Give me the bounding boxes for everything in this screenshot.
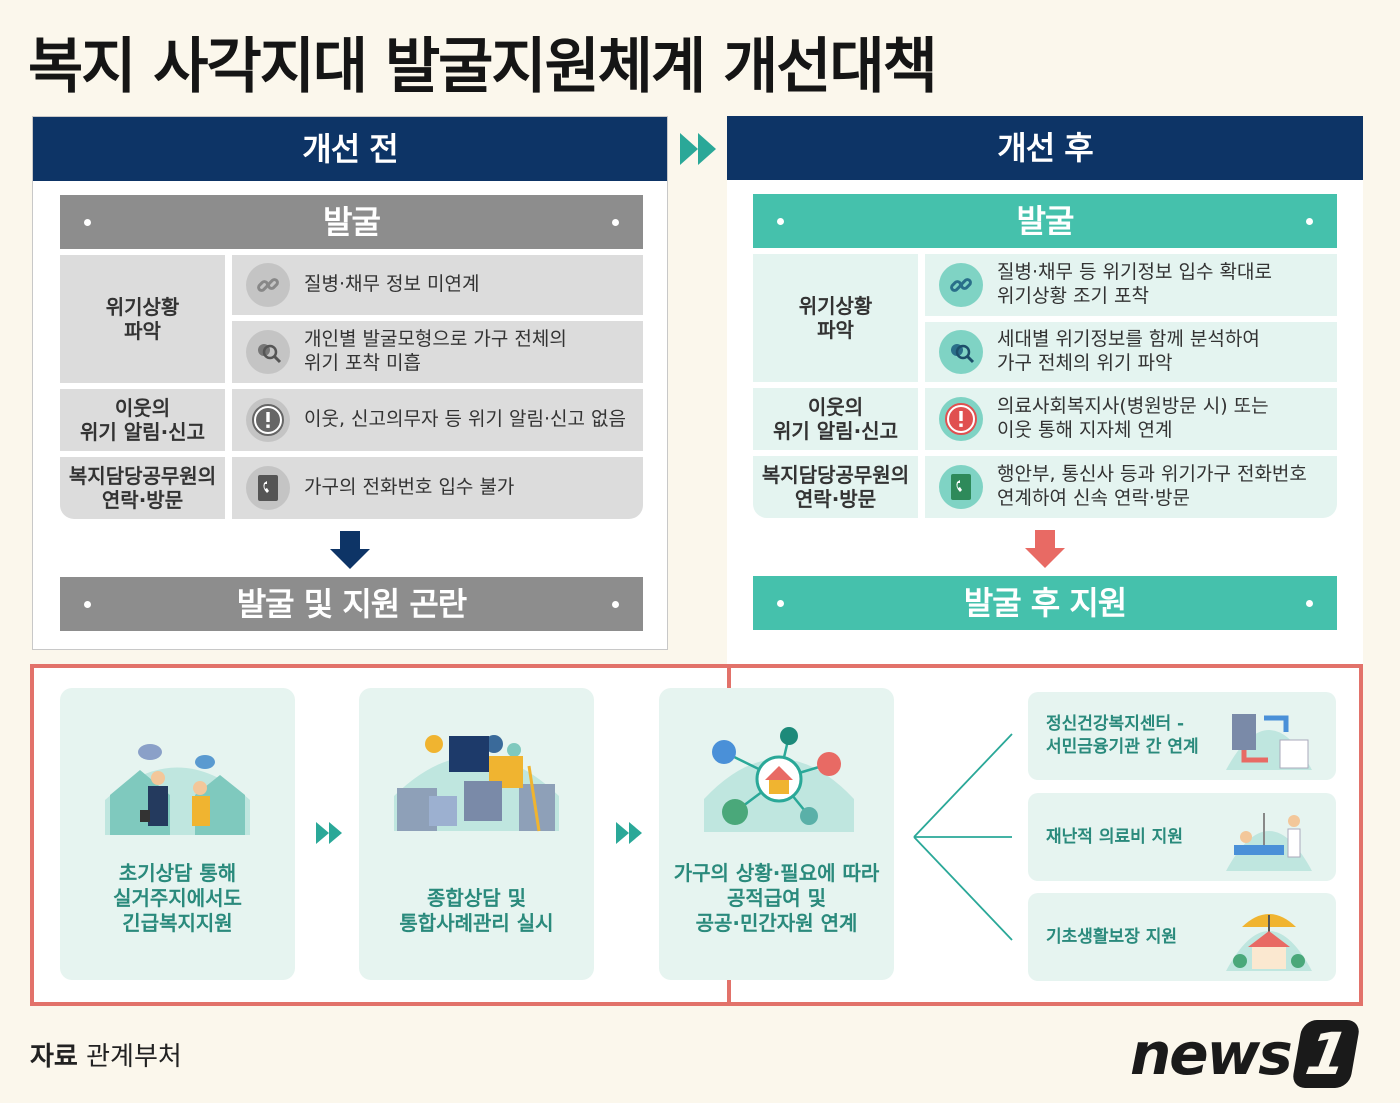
step-1-text: 초기상담 통해 실거주지에서도 긴급복지지원: [113, 861, 242, 935]
after-row-label-2: 이웃의 위기 알림·신고: [753, 388, 918, 450]
consultation-illustration: [105, 744, 250, 835]
logo-text: news: [1130, 1020, 1293, 1088]
after-result: 발굴 후 지원: [963, 584, 1127, 622]
before-band-label: 발굴: [323, 203, 381, 241]
search-gear-icon: [939, 330, 983, 374]
exclamation-icon: [246, 398, 290, 442]
link-broken-icon: [246, 263, 290, 307]
band-dot: [1306, 600, 1313, 607]
band-dot: [84, 219, 91, 226]
after-item-4: 행안부, 통신사 등과 위기가구 전화번호 연계하여 신속 연락·방문: [925, 456, 1337, 518]
support-item-1: 정신건강복지센터 - 서민금융기관 간 연계: [1028, 692, 1336, 780]
before-row-label-1: 위기상황 파악: [60, 255, 225, 383]
source-note: 자료 관계부처: [30, 1036, 182, 1073]
before-result: 발굴 및 지원 곤란: [236, 585, 468, 623]
before-item-3: 이웃, 신고의무자 등 위기 알림·신고 없음: [232, 389, 643, 451]
after-row-label-text: 이웃의 위기 알림·신고: [773, 395, 898, 443]
before-item-4: 가구의 전화번호 입수 불가: [232, 457, 643, 519]
band-dot: [777, 600, 784, 607]
before-panel: 개선 전 발굴 위기상황 파악 질병·채무 정보 미연계 개인별 발굴모형으로 …: [32, 116, 668, 650]
before-result-band: 발굴 및 지원 곤란: [60, 577, 643, 631]
logo-number: 1: [1290, 1020, 1362, 1088]
after-item-text: 행안부, 통신사 등과 위기가구 전화번호 연계하여 신속 연락·방문: [997, 463, 1307, 509]
source-value: 관계부처: [86, 1042, 182, 1072]
after-band-label: 발굴: [1016, 202, 1075, 240]
down-arrow-icon: [330, 531, 370, 569]
before-item-2: 개인별 발굴모형으로 가구 전체의 위기 포착 미흡: [232, 321, 643, 383]
before-item-text: 개인별 발굴모형으로 가구 전체의 위기 포착 미흡: [304, 328, 567, 374]
band-dot: [84, 601, 91, 608]
hospital-bed-icon: [1226, 813, 1312, 871]
support-item-text: 기초생활보장 지원: [1046, 926, 1178, 947]
after-row-label-text: 복지담당공무원의 연락·방문: [761, 463, 910, 511]
after-band: 발굴: [753, 194, 1337, 248]
after-row-label-3: 복지담당공무원의 연락·방문: [753, 456, 918, 518]
link-icon: [939, 263, 983, 307]
before-row-label-2: 이웃의 위기 알림·신고: [60, 389, 225, 451]
after-item-1: 질병·채무 등 위기정보 입수 확대로 위기상황 조기 포착: [925, 254, 1337, 316]
support-item-2: 재난적 의료비 지원: [1028, 793, 1336, 881]
support-item-3: 기초생활보장 지원: [1028, 893, 1336, 981]
before-band: 발굴: [60, 195, 643, 249]
exclamation-icon: [939, 397, 983, 441]
after-row-label-1: 위기상황 파악: [753, 254, 918, 382]
after-item-2: 세대별 위기정보를 함께 분석하여 가구 전체의 위기 파악: [925, 322, 1337, 382]
step-3: 가구의 상황·필요에 따라 공적급여 및 공공·민간자원 연계: [659, 688, 894, 980]
band-dot: [612, 219, 619, 226]
hospital-link-icon: [1226, 714, 1312, 770]
before-item-text: 가구의 전화번호 입수 불가: [304, 476, 515, 499]
band-dot: [1306, 218, 1313, 225]
double-arrow-icon: [616, 822, 642, 844]
puzzle-illustration: [394, 735, 559, 832]
before-header: 개선 전: [33, 117, 667, 181]
branch-lines: [913, 733, 1013, 941]
band-dot: [777, 218, 784, 225]
before-item-1: 질병·채무 정보 미연계: [232, 255, 643, 315]
after-item-text: 세대별 위기정보를 함께 분석하여 가구 전체의 위기 파악: [997, 328, 1260, 374]
after-item-text: 의료사회복지사(병원방문 시) 또는 이웃 통해 지자체 연계: [997, 395, 1269, 441]
phonebook-icon: [246, 466, 290, 510]
after-result-band: 발굴 후 지원: [753, 576, 1337, 630]
step-1: 초기상담 통해 실거주지에서도 긴급복지지원: [60, 688, 295, 980]
search-gear-icon: [246, 330, 290, 374]
step-2: 종합상담 및 통합사례관리 실시: [359, 688, 594, 980]
support-item-text: 재난적 의료비 지원: [1046, 826, 1183, 847]
after-row-label-text: 위기상황 파악: [798, 294, 873, 342]
before-item-text: 이웃, 신고의무자 등 위기 알림·신고 없음: [304, 408, 626, 431]
source-label: 자료: [30, 1042, 78, 1072]
step-3-text: 가구의 상황·필요에 따라 공적급여 및 공공·민간자원 연계: [673, 861, 880, 935]
resource-network-illustration: [704, 727, 854, 832]
step-2-text: 종합상담 및 통합사례관리 실시: [399, 886, 554, 935]
before-row-label-3: 복지담당공무원의 연락·방문: [60, 457, 225, 519]
after-item-text: 질병·채무 등 위기정보 입수 확대로 위기상황 조기 포착: [997, 261, 1272, 307]
before-row-label-text: 복지담당공무원의 연락·방문: [68, 464, 217, 512]
after-header: 개선 후: [727, 116, 1363, 180]
before-row-label-text: 이웃의 위기 알림·신고: [80, 396, 205, 444]
band-dot: [612, 601, 619, 608]
umbrella-house-icon: [1226, 914, 1312, 971]
after-item-3: 의료사회복지사(병원방문 시) 또는 이웃 통해 지자체 연계: [925, 388, 1337, 450]
after-panel: 개선 후 발굴 위기상황 파악 질병·채무 등 위기정보 입수 확대로 위기상황…: [727, 116, 1363, 664]
down-arrow-icon: [1025, 530, 1065, 568]
before-row-label-text: 위기상황 파악: [105, 295, 180, 343]
double-arrow-icon: [316, 822, 342, 844]
support-item-text: 정신건강복지센터 - 서민금융기관 간 연계: [1046, 714, 1199, 757]
double-arrow-icon: [680, 133, 716, 165]
page-title: 복지 사각지대 발굴지원체계 개선대책: [28, 32, 938, 102]
phonebook-icon: [939, 465, 983, 509]
before-item-text: 질병·채무 정보 미연계: [304, 273, 480, 296]
